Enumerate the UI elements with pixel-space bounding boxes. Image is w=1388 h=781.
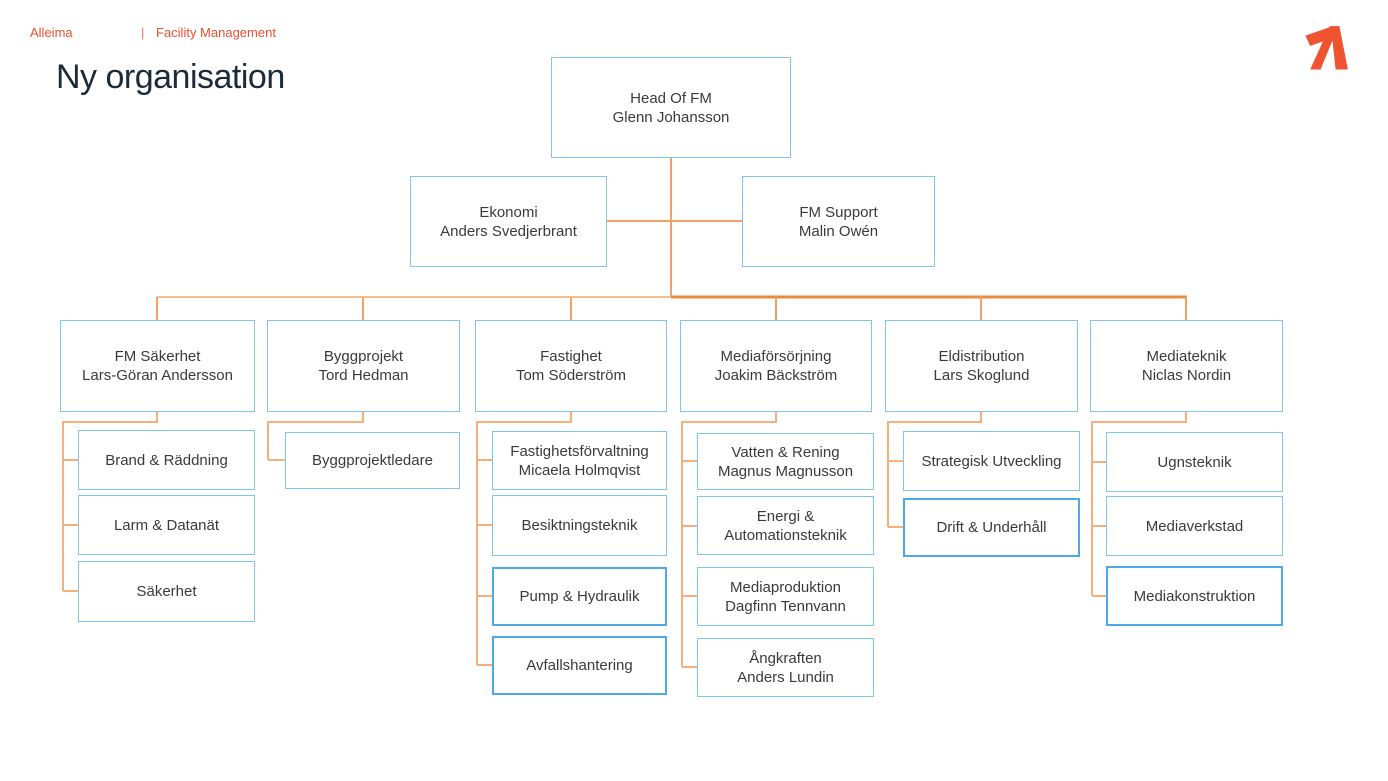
node-title: Eldistribution <box>938 348 1025 365</box>
unit-person: Micaela Holmqvist <box>518 461 641 479</box>
unit-title: Pump & Hydraulik <box>519 588 640 605</box>
brand-text: Alleima <box>30 25 73 40</box>
org-node-byggprojekt: Byggprojekt Tord Hedman <box>267 320 460 412</box>
org-unit-avfallshantering: Avfallshantering <box>492 636 667 695</box>
page-title: Ny organisation <box>56 58 285 96</box>
node-person: Tord Hedman <box>318 367 409 384</box>
org-node-fm-sakerhet: FM Säkerhet Lars-Göran Andersson <box>60 320 255 412</box>
unit-title: Avfallshantering <box>526 657 633 674</box>
org-unit-drift-underhall: Drift & Underhåll <box>903 498 1080 557</box>
unit-title: Strategisk Utveckling <box>921 452 1062 470</box>
org-unit-ugnsteknik: Ugnsteknik <box>1106 432 1283 492</box>
section-text: Facility Management <box>156 25 276 40</box>
org-unit-pump-hydraulik: Pump & Hydraulik <box>492 567 667 626</box>
node-person: Tom Söderström <box>515 367 627 384</box>
node-person: Anders Svedjerbrant <box>440 222 577 240</box>
org-unit-besiktningsteknik: Besiktningsteknik <box>492 495 667 556</box>
unit-title: Drift & Underhåll <box>936 519 1047 536</box>
unit-title: Besiktningsteknik <box>521 517 638 534</box>
alleima-logo-icon <box>1296 16 1362 74</box>
node-title: FM Support <box>799 203 878 221</box>
unit-title: Brand & Räddning <box>105 451 228 469</box>
org-unit-angkraften: Ångkraften Anders Lundin <box>697 638 874 697</box>
org-node-fm-support: FM Support Malin Owén <box>742 176 935 267</box>
org-unit-strategisk-utveckling: Strategisk Utveckling <box>903 431 1080 491</box>
unit-person: Magnus Magnusson <box>717 462 854 480</box>
node-person: Malin Owén <box>798 222 879 240</box>
org-unit-byggprojektledare: Byggprojektledare <box>285 432 460 489</box>
org-node-head-of-fm: Head Of FM Glenn Johansson <box>551 57 791 158</box>
org-node-mediateknik: Mediateknik Niclas Nordin <box>1090 320 1283 412</box>
node-person: Glenn Johansson <box>612 108 730 126</box>
node-title: Fastighet <box>540 348 602 365</box>
unit-person: Anders Lundin <box>737 668 834 686</box>
node-title: Mediateknik <box>1146 348 1227 365</box>
unit-title: Ångkraften <box>749 649 822 667</box>
org-unit-energi-automationsteknik: Energi & Automationsteknik <box>697 496 874 555</box>
org-unit-larm-datanat: Larm & Datanät <box>78 495 255 555</box>
node-title: Mediaförsörjning <box>720 348 832 365</box>
org-unit-mediakonstruktion: Mediakonstruktion <box>1106 566 1283 626</box>
node-title: Head Of FM <box>630 89 712 107</box>
node-person: Joakim Bäckström <box>714 367 838 384</box>
node-title: FM Säkerhet <box>114 348 201 365</box>
org-node-fastighet: Fastighet Tom Söderström <box>475 320 667 412</box>
node-title: Ekonomi <box>479 203 538 221</box>
unit-title: Mediaverkstad <box>1145 517 1244 535</box>
org-node-ekonomi: Ekonomi Anders Svedjerbrant <box>410 176 607 267</box>
unit-title: Ugnsteknik <box>1157 453 1232 471</box>
node-person: Niclas Nordin <box>1141 367 1232 384</box>
node-person: Lars-Göran Andersson <box>82 367 233 384</box>
org-unit-mediaverkstad: Mediaverkstad <box>1106 496 1283 556</box>
unit-title: Larm & Datanät <box>113 516 220 534</box>
node-title: Byggprojekt <box>323 348 404 365</box>
header-separator: | <box>141 25 145 40</box>
org-unit-sakerhet: Säkerhet <box>78 561 255 622</box>
unit-title: Säkerhet <box>136 583 197 600</box>
unit-title: Mediaproduktion <box>730 578 841 596</box>
unit-title: Energi & Automationsteknik <box>724 507 847 544</box>
unit-title: Vatten & Rening <box>731 443 840 461</box>
unit-title: Mediakonstruktion <box>1133 587 1256 605</box>
org-unit-mediaproduktion: Mediaproduktion Dagfinn Tennvann <box>697 567 874 626</box>
unit-title: Byggprojektledare <box>312 452 433 469</box>
org-unit-vatten-rening: Vatten & Rening Magnus Magnusson <box>697 433 874 490</box>
unit-person: Dagfinn Tennvann <box>725 597 846 615</box>
org-node-mediaforsorjning: Mediaförsörjning Joakim Bäckström <box>680 320 872 412</box>
org-unit-brand-raddning: Brand & Räddning <box>78 430 255 490</box>
unit-title: Fastighetsförvaltning <box>510 442 649 460</box>
org-unit-fastighetsforvaltning: Fastighetsförvaltning Micaela Holmqvist <box>492 431 667 490</box>
org-node-eldistribution: Eldistribution Lars Skoglund <box>885 320 1078 412</box>
node-person: Lars Skoglund <box>933 367 1030 384</box>
